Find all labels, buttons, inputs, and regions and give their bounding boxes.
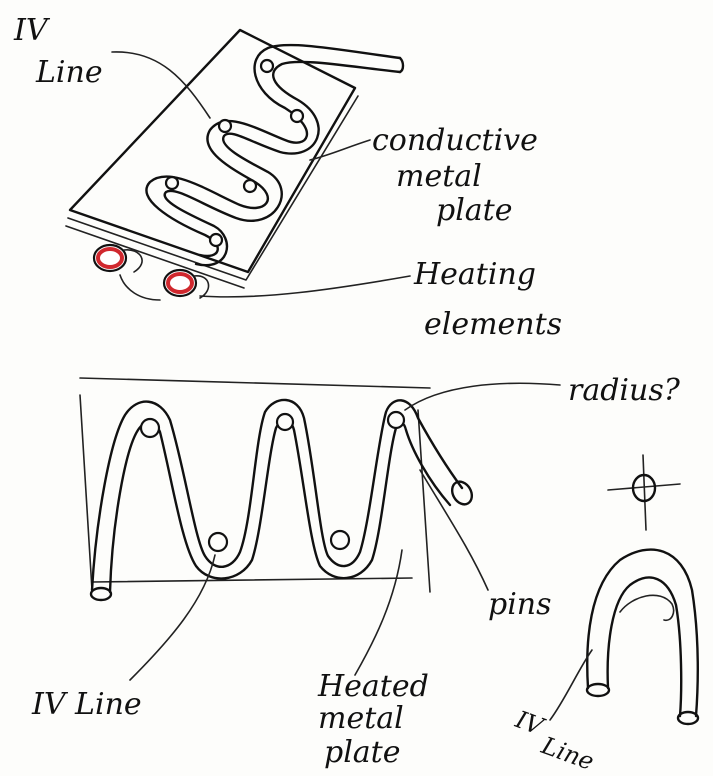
serpentine-tube-inner bbox=[165, 62, 400, 265]
plate-bottom-edge bbox=[92, 578, 412, 582]
heating-element bbox=[164, 270, 209, 298]
label-conductive-1: conductive bbox=[372, 123, 538, 158]
radius-crosshair-symbol bbox=[608, 455, 680, 530]
label-conductive-2: metal bbox=[396, 159, 482, 194]
u-tube-inner bbox=[608, 578, 682, 716]
plate-left-edge bbox=[80, 395, 92, 590]
label-heated-2: metal bbox=[318, 701, 404, 736]
pin-hole bbox=[244, 180, 256, 192]
pin bbox=[141, 419, 159, 437]
pin-hole bbox=[219, 120, 231, 132]
heating-element-side bbox=[120, 275, 160, 300]
label-iv-line-small-1: IV bbox=[511, 705, 549, 742]
leader-iv-line-top bbox=[112, 52, 210, 118]
plate-top-edge bbox=[80, 378, 430, 388]
u-tube-detail bbox=[550, 550, 698, 724]
label-iv-line-small-2: Line bbox=[537, 731, 598, 776]
label-iv-line-top-1: IV bbox=[13, 13, 51, 48]
label-heated-1: Heated bbox=[317, 669, 429, 704]
label-heating-1: Heating bbox=[413, 257, 536, 292]
label-iv-line-bottom: IV Line bbox=[31, 687, 142, 722]
label-radius: radius? bbox=[568, 373, 681, 408]
pin-hole bbox=[261, 60, 273, 72]
conductive-plate-drawing bbox=[66, 30, 403, 300]
tube-end-left bbox=[91, 588, 111, 600]
label-heated-3: plate bbox=[324, 735, 401, 770]
pin bbox=[331, 531, 349, 549]
pin-hole bbox=[291, 110, 303, 122]
label-iv-line-top-2: Line bbox=[35, 55, 103, 90]
heating-element bbox=[94, 245, 142, 272]
pin bbox=[277, 414, 293, 430]
leader-iv-line-small bbox=[550, 650, 592, 720]
pin bbox=[209, 533, 227, 551]
pin bbox=[388, 412, 404, 428]
tube-exit bbox=[400, 58, 403, 72]
label-pins: pins bbox=[488, 587, 552, 622]
label-conductive-3: plate bbox=[436, 193, 513, 228]
u-tube-end-right bbox=[678, 712, 698, 724]
pin-hole bbox=[210, 234, 222, 246]
leader-pins bbox=[420, 470, 488, 590]
label-heating-2: elements bbox=[424, 307, 562, 342]
u-tube-inner-curve bbox=[620, 595, 674, 620]
pin-hole bbox=[166, 177, 178, 189]
leader-heating-elements bbox=[200, 276, 410, 297]
u-tube-end-left bbox=[587, 684, 609, 696]
heated-plate-drawing bbox=[80, 378, 476, 600]
tube-end-right bbox=[448, 478, 476, 508]
leader-heated-plate bbox=[355, 550, 402, 675]
